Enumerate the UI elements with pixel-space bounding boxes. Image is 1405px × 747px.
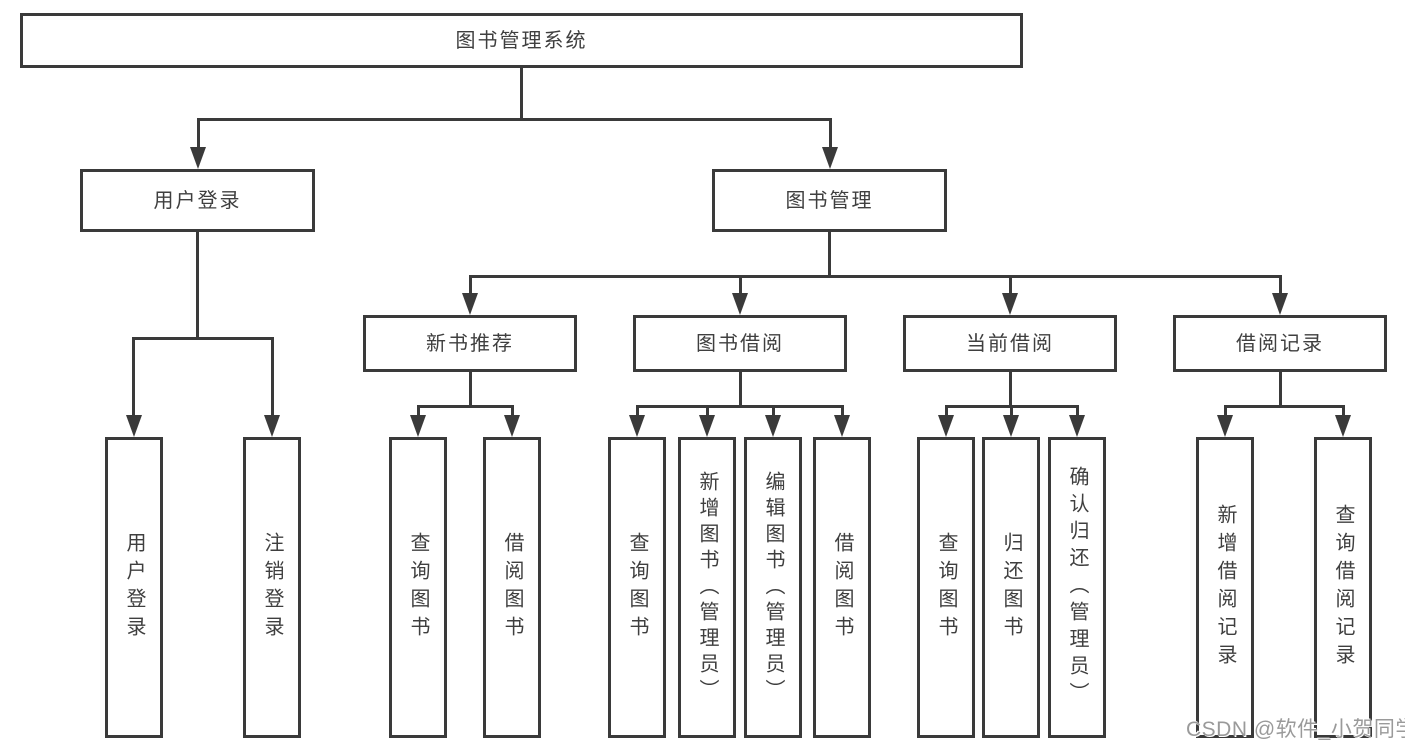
leaf-label: 查询图书 [626, 531, 648, 644]
connector-line [469, 275, 472, 296]
leaf-query-books-3: 查询图书 [917, 437, 975, 738]
connector-line [1279, 275, 1282, 296]
connector-line [417, 405, 514, 408]
leaf-label: 借阅图书 [831, 531, 853, 644]
arrow-down-icon [190, 147, 206, 169]
node-label: 借阅记录 [1236, 332, 1324, 355]
leaf-label: 查询图书 [407, 531, 429, 644]
connector-line [511, 405, 514, 418]
connector-line [132, 337, 135, 420]
arrow-down-icon [410, 415, 426, 437]
leaf-query-books-2: 查询图书 [608, 437, 666, 738]
arrow-down-icon [938, 415, 954, 437]
connector-line [469, 371, 472, 408]
node-library-management-system: 图书管理系统 [20, 13, 1023, 68]
arrow-down-icon [126, 415, 142, 437]
watermark: CSDN @软件_小贺同学 [1186, 718, 1405, 741]
leaf-return-books: 归还图书 [982, 437, 1040, 738]
connector-line [1224, 405, 1345, 408]
arrow-down-icon [1002, 293, 1018, 315]
arrow-down-icon [264, 415, 280, 437]
node-label: 用户登录 [153, 189, 242, 212]
connector-line [636, 405, 844, 408]
connector-line [1010, 405, 1013, 418]
node-book-borrowing: 图书借阅 [633, 315, 847, 372]
connector-line [271, 337, 274, 420]
arrow-down-icon [1272, 293, 1288, 315]
node-user-login: 用户登录 [80, 169, 315, 232]
leaf-label: 新增借阅记录 [1214, 503, 1236, 672]
connector-line [520, 68, 523, 121]
leaf-label: 新增图书（管理员） [696, 470, 718, 705]
connector-line [828, 232, 831, 278]
arrow-down-icon [1335, 415, 1351, 437]
connector-line [739, 275, 742, 296]
connector-line [772, 405, 775, 418]
node-label: 图书管理 [785, 189, 874, 212]
leaf-label: 用户登录 [123, 531, 145, 644]
connector-line [132, 337, 274, 340]
connector-line [841, 405, 844, 418]
connector-line [469, 275, 1282, 278]
node-borrowing-records: 借阅记录 [1173, 315, 1387, 372]
arrow-down-icon [1069, 415, 1085, 437]
connector-line [1342, 405, 1345, 418]
node-label: 新书推荐 [426, 332, 514, 355]
connector-line [1224, 405, 1227, 418]
leaf-confirm-return-admin: 确认归还（管理员） [1048, 437, 1106, 738]
leaf-label: 借阅图书 [501, 531, 523, 644]
node-new-book-recommendation: 新书推荐 [363, 315, 577, 372]
connector-line [417, 405, 420, 418]
connector-line [196, 232, 199, 340]
arrow-down-icon [699, 415, 715, 437]
leaf-label: 编辑图书（管理员） [762, 470, 784, 705]
connector-line [636, 405, 639, 418]
connector-line [1076, 405, 1079, 418]
connector-line [1009, 275, 1012, 296]
node-label: 当前借阅 [966, 332, 1054, 355]
node-current-borrowing: 当前借阅 [903, 315, 1117, 372]
arrow-down-icon [629, 415, 645, 437]
connector-line [1009, 371, 1012, 408]
arrow-down-icon [822, 147, 838, 169]
connector-line [945, 405, 948, 418]
leaf-label: 注销登录 [261, 531, 283, 644]
arrow-down-icon [765, 415, 781, 437]
node-book-management: 图书管理 [712, 169, 947, 232]
arrow-down-icon [834, 415, 850, 437]
leaf-add-books-admin: 新增图书（管理员） [678, 437, 736, 738]
connector-line [197, 118, 200, 150]
leaf-label: 查询图书 [935, 531, 957, 644]
connector-line [197, 118, 832, 121]
leaf-borrow-books-1: 借阅图书 [483, 437, 541, 738]
arrow-down-icon [462, 293, 478, 315]
leaf-query-borrow-record: 查询借阅记录 [1314, 437, 1372, 738]
arrow-down-icon [1003, 415, 1019, 437]
leaf-label: 查询借阅记录 [1332, 503, 1354, 672]
leaf-query-books-1: 查询图书 [389, 437, 447, 738]
connector-line [1279, 371, 1282, 408]
arrow-down-icon [732, 293, 748, 315]
node-label: 图书管理系统 [455, 29, 588, 52]
connector-line [739, 371, 742, 408]
leaf-label: 归还图书 [1000, 531, 1022, 644]
leaf-label: 确认归还（管理员） [1066, 466, 1088, 709]
arrow-down-icon [504, 415, 520, 437]
leaf-add-borrow-record: 新增借阅记录 [1196, 437, 1254, 738]
leaf-edit-books-admin: 编辑图书（管理员） [744, 437, 802, 738]
arrow-down-icon [1217, 415, 1233, 437]
node-label: 图书借阅 [696, 332, 784, 355]
leaf-logout-login: 注销登录 [243, 437, 301, 738]
connector-line [706, 405, 709, 418]
leaf-borrow-books-2: 借阅图书 [813, 437, 871, 738]
connector-line [829, 118, 832, 150]
leaf-user-login: 用户登录 [105, 437, 163, 738]
